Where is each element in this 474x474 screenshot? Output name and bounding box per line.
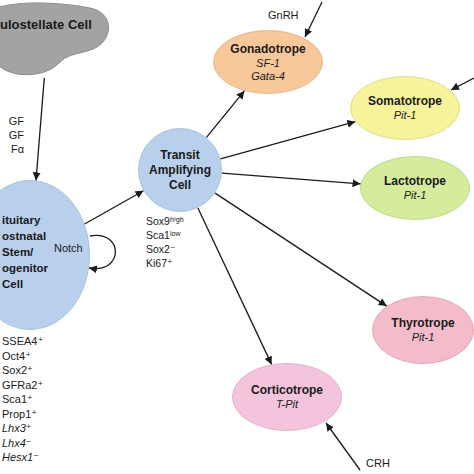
marker-gene: SF-1 Gata-4 (246, 57, 291, 83)
marker-label: Sca1⁺ (2, 392, 33, 406)
cell-node: ulostellate Cell (0, 0, 115, 78)
marker-gene: Pit-1 (394, 109, 417, 122)
cell-ellipse (0, 181, 90, 330)
cell-text-group: Transit Amplifying Cell (138, 128, 222, 212)
cell-text-group: CorticotropeT-Pit (232, 363, 342, 431)
ghrh-arrow (451, 78, 474, 90)
cell-text-group: ThyrotropePit-1 (372, 296, 474, 364)
cell-node: Transit Amplifying Cell (138, 128, 222, 212)
cell-ellipse (139, 129, 222, 212)
hormone-label: CRH (366, 456, 390, 470)
cell-node: ThyrotropePit-1 (372, 296, 474, 364)
cell-outline (0, 0, 115, 78)
marker-label: Lhx4⁻ (2, 436, 32, 450)
marker-label: Lhx3⁺ (2, 421, 32, 435)
cell-outline (232, 363, 342, 431)
cell-outline (360, 156, 470, 220)
marker-gene: Pit-1 (412, 331, 435, 344)
cell-text-group: SomatotropePit-1 (350, 76, 460, 140)
cell-text-group: GonadotropeSF-1 Gata-4 (213, 30, 323, 94)
cell-blob (0, 3, 109, 75)
cell-outline (372, 296, 474, 364)
marker-gene: T-Pit (276, 398, 298, 411)
cell-ellipse (233, 364, 342, 431)
marker-label: SSEA4⁺ (2, 334, 43, 348)
cell-node: CorticotropeT-Pit (232, 363, 342, 431)
marker-label: Sox2⁻ (146, 242, 175, 256)
marker-label: GFRa2⁺ (2, 378, 43, 392)
cell-node: SomatotropePit-1 (350, 76, 460, 140)
marker-gene: Pit-1 (404, 189, 427, 202)
cell-name: Transit Amplifying Cell (145, 148, 215, 193)
lineage-arrow (85, 191, 144, 224)
cell-text-group: ulostellate Cell (0, 16, 100, 33)
notch-loop (89, 235, 115, 268)
cell-ellipse (373, 297, 474, 364)
lineage-arrow (36, 78, 44, 180)
marker-label: Sox2⁺ (2, 363, 33, 377)
lineage-arrow (221, 122, 356, 159)
cell-name: Corticotrope (251, 383, 323, 397)
cell-ellipse (351, 77, 460, 140)
marker-label: Prop1⁺ (2, 407, 37, 421)
lineage-arrow (222, 173, 361, 184)
cell-outline (350, 76, 460, 140)
cell-name: Thyrotrope (391, 316, 454, 330)
marker-label: Hesx1⁻ (2, 450, 39, 464)
cell-text-group: LactotropePit-1 (360, 156, 470, 220)
lineage-arrow (207, 91, 245, 137)
cell-ellipse (214, 31, 323, 94)
growth-factor-label: GF GF Fα (4, 114, 24, 156)
cell-node: ituitary ostnatal Stem/ ogenitor Cell (0, 180, 90, 330)
marker-label: Ki67⁺ (146, 256, 173, 270)
lineage-arrow (198, 208, 272, 364)
hormone-label: GnRH (268, 8, 299, 22)
lineage-arrow (215, 193, 387, 306)
cell-node: LactotropePit-1 (360, 156, 470, 220)
marker-label: Sox9ʰⁱᵍʰ (146, 214, 184, 228)
cell-name: Lactotrope (384, 174, 446, 188)
cell-text-group: ituitary ostnatal Stem/ ogenitor Cell (2, 212, 56, 292)
signal-label: Notch (54, 241, 83, 255)
crh-arrow (326, 423, 360, 470)
gnrh-arrow (305, 2, 322, 37)
cell-name: ulostellate Cell (0, 16, 92, 33)
cell-name: ituitary ostnatal Stem/ ogenitor Cell (2, 212, 56, 292)
marker-label: Sca1ˡᵒʷ (146, 228, 181, 242)
marker-label: Oct4⁺ (2, 349, 31, 363)
cell-name: Somatotrope (368, 94, 442, 108)
cell-node: GonadotropeSF-1 Gata-4 (213, 30, 323, 94)
cell-ellipse (361, 157, 470, 220)
cell-name: Gonadotrope (230, 42, 305, 56)
